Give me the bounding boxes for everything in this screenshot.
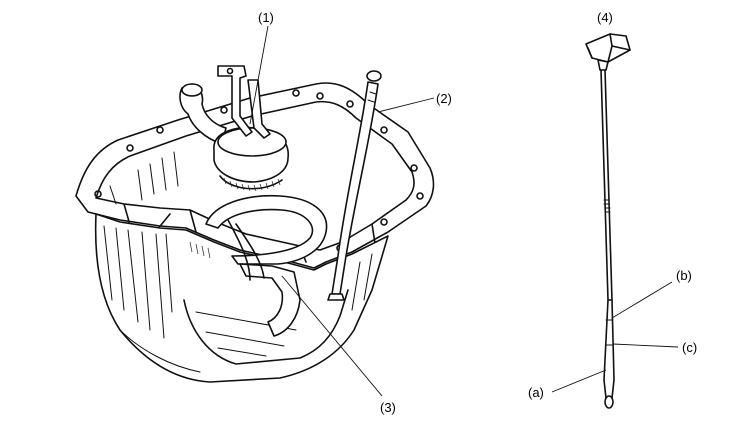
- flange-bolt-holes: [94, 89, 424, 252]
- callout-2: (2): [436, 91, 452, 106]
- sump-floor: [183, 289, 349, 365]
- leader-1: [249, 25, 269, 125]
- leader-a: [551, 369, 607, 393]
- guide-tube-top: [366, 70, 382, 82]
- callout-1: (1): [258, 10, 274, 25]
- leader-3: [281, 275, 383, 397]
- callout-a: (a): [528, 385, 544, 400]
- leader-b: [611, 281, 673, 319]
- strainer-pipe: [179, 83, 227, 145]
- oil-dipstick: [585, 33, 631, 409]
- leader-c: [612, 343, 679, 348]
- baffle-ring: [205, 194, 328, 265]
- leader-2: [377, 97, 435, 113]
- pan-flange-inner: [95, 100, 415, 251]
- callout-c: (c): [682, 340, 697, 355]
- pan-inner-ribs: [109, 151, 179, 205]
- callout-labels: (1) (2) (3) (4) (a) (b) (c): [258, 10, 697, 415]
- sump-side-ribs: [103, 225, 373, 339]
- oil-strainer: [179, 65, 289, 192]
- callout-4: (4): [597, 10, 613, 25]
- dipstick-blade: [603, 299, 615, 399]
- baffle-arm: [239, 263, 301, 337]
- dipstick-rod: [600, 69, 613, 301]
- callout-3: (3): [380, 400, 396, 415]
- dipstick-tip: [604, 395, 614, 409]
- dipstick-collar: [597, 59, 609, 71]
- flange-hatching: [189, 241, 211, 259]
- callout-b: (b): [676, 268, 692, 283]
- leader-lines: [249, 25, 679, 397]
- strainer-bracket: [217, 65, 253, 137]
- strainer-pipe-flange: [181, 83, 203, 97]
- baffle-plate: [205, 194, 328, 337]
- guide-tube-bottom: [327, 293, 345, 301]
- oil-level-guide-tube: [327, 70, 382, 301]
- strainer-screen: [219, 175, 283, 190]
